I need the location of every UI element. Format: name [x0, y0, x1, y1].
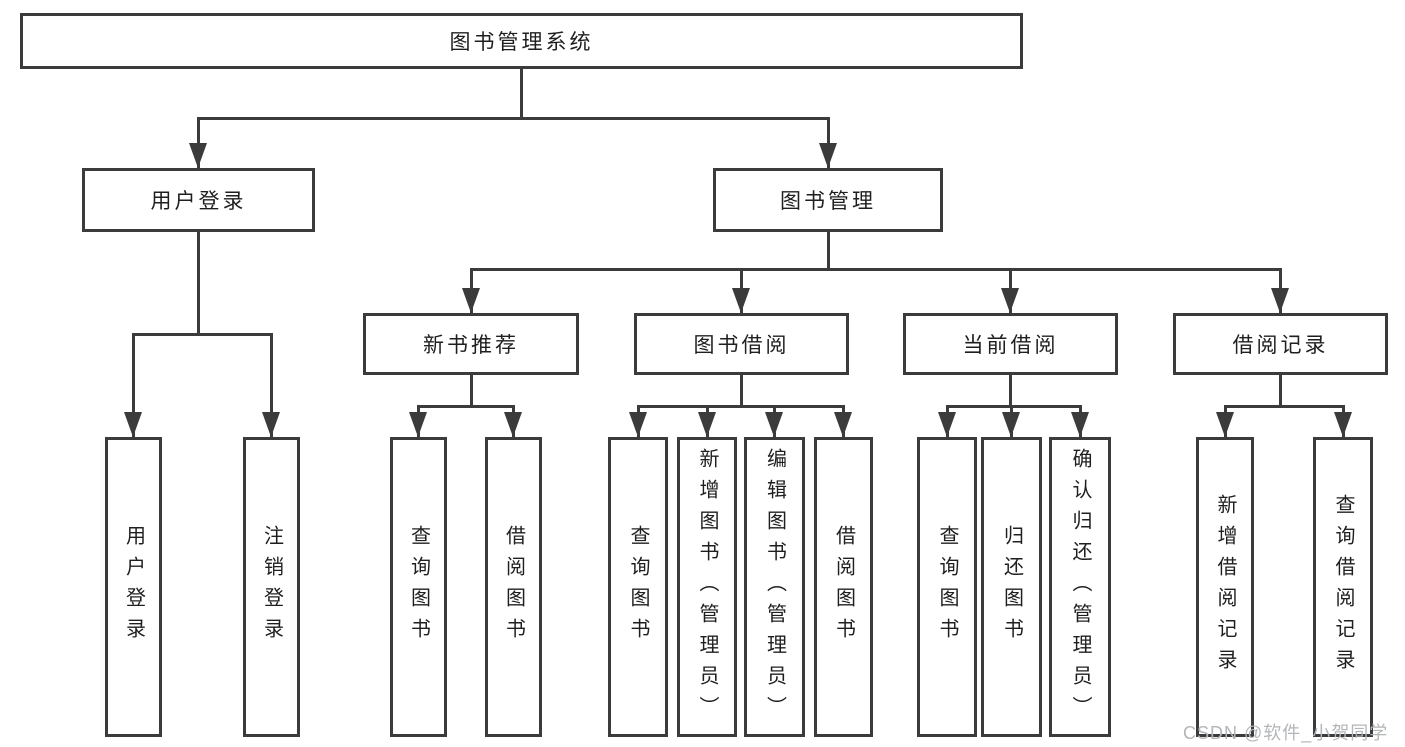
arrowhead-icon [409, 412, 427, 437]
node-borrow-records: 借阅记录 [1173, 313, 1388, 375]
node-new-book-recommend: 新书推荐 [363, 313, 579, 375]
connector-stem [740, 375, 743, 406]
arrowhead-icon [462, 288, 480, 313]
node-return-book: 归还图书 [981, 437, 1042, 737]
connector-stem [197, 117, 200, 168]
arrowhead-icon [1071, 412, 1089, 437]
arrowhead-icon [629, 412, 647, 437]
arrowhead-icon [1001, 288, 1019, 313]
node-query-books-recommend: 查询图书 [390, 437, 447, 737]
connector-rail [637, 405, 845, 408]
connector-stem [132, 333, 135, 437]
node-confirm-return-admin: 确认归还（管理员） [1049, 437, 1111, 737]
node-borrow-books-action: 借阅图书 [814, 437, 873, 737]
node-add-book-admin: 新增图书（管理员） [677, 437, 737, 737]
arrowhead-icon [1271, 288, 1289, 313]
arrowhead-icon [1334, 412, 1352, 437]
node-query-books-current: 查询图书 [917, 437, 977, 737]
arrowhead-icon [262, 412, 280, 437]
arrowhead-icon [732, 288, 750, 313]
node-user-login-action: 用户登录 [105, 437, 162, 737]
arrowhead-icon [1216, 412, 1234, 437]
connector-rail [946, 405, 1082, 408]
arrowhead-icon [819, 143, 837, 168]
arrowhead-icon [834, 412, 852, 437]
connector-stem [827, 117, 830, 168]
connector-level2-rail [197, 117, 830, 120]
connector-root-stem [520, 69, 523, 118]
arrowhead-icon [765, 412, 783, 437]
connector-stem [270, 333, 273, 437]
node-user-login: 用户登录 [82, 168, 315, 232]
connector-level3-rail [470, 268, 1282, 271]
node-edit-book-admin: 编辑图书（管理员） [744, 437, 805, 737]
connector-stem [827, 232, 830, 269]
node-query-books-borrow: 查询图书 [608, 437, 668, 737]
watermark: CSDN @软件_小贺同学 [1183, 723, 1389, 743]
node-book-borrow: 图书借阅 [634, 313, 849, 375]
node-book-management: 图书管理 [713, 168, 943, 232]
connector-stem [470, 375, 473, 406]
node-query-borrow-record: 查询借阅记录 [1313, 437, 1373, 737]
connector-rail [417, 405, 515, 408]
node-root: 图书管理系统 [20, 13, 1023, 69]
arrowhead-icon [504, 412, 522, 437]
connector-rail [132, 333, 273, 336]
connector-stem [1279, 375, 1282, 406]
node-borrow-books-recommend: 借阅图书 [485, 437, 542, 737]
arrowhead-icon [124, 412, 142, 437]
connector-stem [197, 232, 200, 334]
node-current-borrow: 当前借阅 [903, 313, 1118, 375]
node-add-borrow-record: 新增借阅记录 [1196, 437, 1254, 737]
connector-rail [1224, 405, 1345, 408]
arrowhead-icon [698, 412, 716, 437]
arrowhead-icon [1002, 412, 1020, 437]
arrowhead-icon [938, 412, 956, 437]
node-logout: 注销登录 [243, 437, 300, 737]
arrowhead-icon [189, 143, 207, 168]
connector-stem [1009, 375, 1012, 406]
